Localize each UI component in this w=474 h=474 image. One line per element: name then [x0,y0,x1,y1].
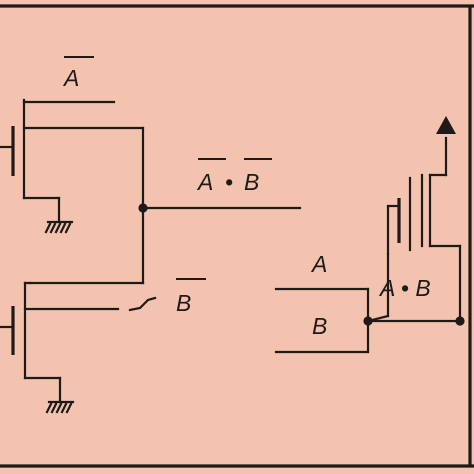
a-dot-b-text: A • B [378,275,431,301]
and-junction-dot [363,316,373,326]
top-transistor [0,98,145,224]
and-input-wiring [274,252,462,354]
not-b-text: B [176,290,191,316]
label-not-a-dot-not-b: A • B [196,158,272,195]
not-a-dot-not-b-right-text: B [244,169,259,195]
dot-operator-text: • [225,169,233,195]
frame [0,4,474,468]
not-a-dot-not-b-left-text: A [196,169,213,195]
b-text: B [312,313,327,339]
nor-output-wiring [28,126,302,285]
b-bar-leader-line [128,296,157,312]
not-a-text: A [62,65,79,91]
label-not-a: A [62,56,94,91]
label-not-b: B [176,278,206,316]
a-text: A [310,251,327,277]
ground-symbol-icon [45,400,75,414]
ground-symbol-icon [44,220,74,234]
output-junction-dot [138,203,148,213]
bottom-transistor [0,281,120,404]
supply-arrow-icon [436,116,456,134]
right-transistor [386,136,462,323]
